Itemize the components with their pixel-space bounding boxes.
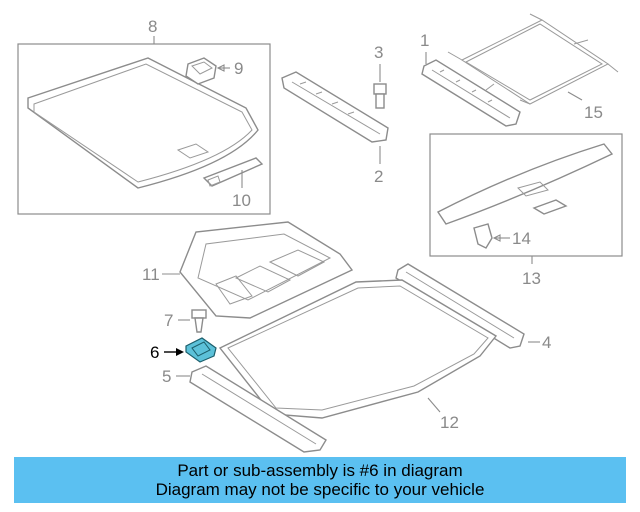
part-3-bolt[interactable] xyxy=(373,83,387,109)
part-15-cargo-cover-net[interactable] xyxy=(447,13,619,105)
part-1-cover-housing[interactable] xyxy=(421,59,521,127)
part-12-cargo-mat[interactable] xyxy=(218,279,498,419)
part-4-bar[interactable] xyxy=(395,263,525,349)
part-8-floor-board[interactable] xyxy=(27,57,259,189)
callout-7[interactable]: 7 xyxy=(164,311,173,330)
part-8-group-box xyxy=(17,43,271,215)
callout-8[interactable]: 8 xyxy=(148,17,157,36)
part-5-bar[interactable] xyxy=(189,365,327,453)
part-11-storage-tray[interactable] xyxy=(179,221,354,319)
callout-12[interactable]: 12 xyxy=(440,413,459,432)
callout-10[interactable]: 10 xyxy=(232,191,251,210)
callout-14[interactable]: 14 xyxy=(512,229,531,248)
callout-11[interactable]: 11 xyxy=(142,265,160,284)
part-10-strap[interactable] xyxy=(202,157,264,187)
part-14-clip[interactable] xyxy=(473,223,493,249)
callout-6[interactable]: 6 xyxy=(150,343,159,362)
callout-4[interactable]: 4 xyxy=(542,333,551,352)
banner-line-1: Part or sub-assembly is #6 in diagram xyxy=(177,461,463,480)
callout-9[interactable]: 9 xyxy=(234,59,243,78)
callout-5[interactable]: 5 xyxy=(162,367,171,386)
callout-2[interactable]: 2 xyxy=(374,167,383,186)
part-13-trim-panel[interactable] xyxy=(436,143,614,225)
part-2-rail[interactable] xyxy=(281,71,389,143)
callout-15[interactable]: 15 xyxy=(584,103,603,122)
part-7-screw[interactable] xyxy=(191,309,207,333)
callout-13[interactable]: 13 xyxy=(522,269,541,288)
banner-line-2: Diagram may not be specific to your vehi… xyxy=(155,480,485,499)
part-6-highlighted[interactable] xyxy=(185,337,217,363)
info-banner: Part or sub-assembly is #6 in diagram Di… xyxy=(14,457,626,503)
part-9-clip[interactable] xyxy=(185,57,217,85)
parts-diagram: 8 9 10 3 2 1 xyxy=(17,13,623,453)
callout-1[interactable]: 1 xyxy=(420,31,429,50)
part-13-group-box xyxy=(429,133,623,257)
callout-3[interactable]: 3 xyxy=(374,43,383,62)
